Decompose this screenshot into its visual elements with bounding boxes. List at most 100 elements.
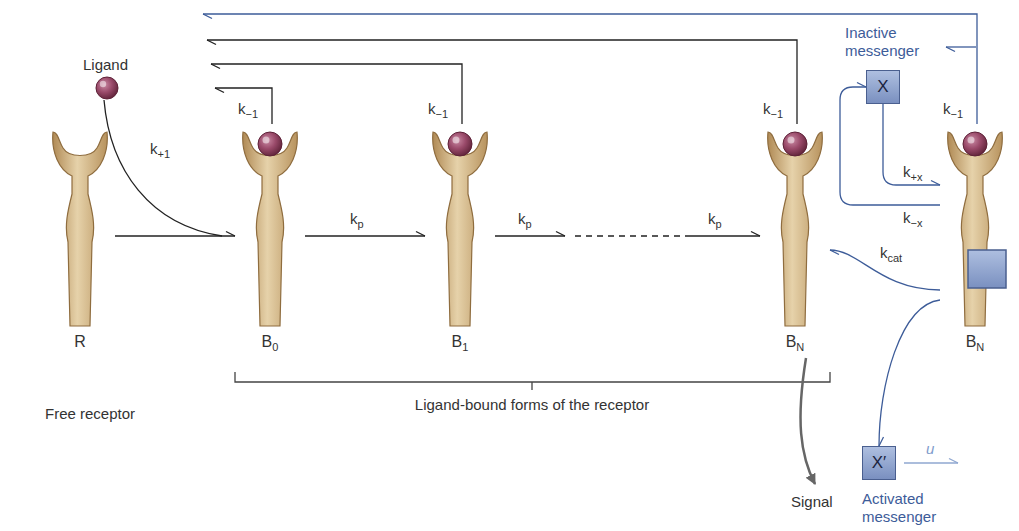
rate-constant: k−1 <box>428 100 448 119</box>
annotation: Activated messenger <box>862 490 962 526</box>
symbol: B <box>262 333 273 350</box>
receptor: BN <box>940 110 1010 353</box>
rate-constant: kcat <box>880 244 902 263</box>
rate-constant: k+1 <box>150 140 170 159</box>
receptor: BN <box>760 110 830 353</box>
annotation: Ligand-bound forms of the receptor <box>415 396 649 414</box>
annotation: Signal <box>791 493 833 511</box>
receptor: B1 <box>425 110 495 353</box>
receptor: R <box>45 110 115 352</box>
ligand-highlight <box>453 137 460 144</box>
connector <box>840 87 940 205</box>
release-arrow <box>946 46 976 47</box>
receptor-name: B0 <box>235 332 305 353</box>
dissociation-line <box>207 40 797 124</box>
receptor-body <box>433 132 488 326</box>
receptor-shape <box>45 110 115 330</box>
label-text: k <box>903 163 911 180</box>
symbol: B <box>966 333 977 350</box>
messenger-name: X <box>867 71 899 102</box>
receptor-shape <box>235 110 305 330</box>
symbol: X′ <box>872 453 887 472</box>
connector-line <box>883 104 940 185</box>
messenger-box: X′ <box>862 446 896 480</box>
ligand-highlight <box>100 81 106 87</box>
dissociation-line <box>203 14 977 124</box>
connector-line <box>495 235 565 236</box>
subscript: p <box>716 218 722 230</box>
ligand-highlight <box>788 137 795 144</box>
rate-constant: k+x <box>903 163 922 182</box>
annotation: u <box>926 440 934 458</box>
messenger-name: X′ <box>863 447 895 478</box>
label-text: k <box>708 210 716 227</box>
symbol: R <box>74 333 86 350</box>
subscript: −1 <box>246 108 259 120</box>
label-text: k <box>880 244 888 261</box>
subscript: −x <box>911 217 923 229</box>
connector <box>883 104 940 185</box>
rate-constant: k−1 <box>763 100 783 119</box>
label-text: k <box>428 100 436 117</box>
receptor-shape <box>940 110 1010 330</box>
rate-constant: k−1 <box>943 100 963 119</box>
receptor-name: B1 <box>425 332 495 353</box>
subscript: 0 <box>272 341 278 353</box>
binding-curve <box>104 100 222 236</box>
receptor-body <box>53 132 108 326</box>
connector <box>495 236 760 237</box>
receptor-shape <box>425 110 495 330</box>
label-text: k <box>943 100 951 117</box>
subscript: +x <box>911 171 923 183</box>
symbol: B <box>452 333 463 350</box>
connector-line <box>115 235 235 236</box>
label-text: Inactive messenger <box>845 24 919 59</box>
annotation: Inactive messenger <box>845 24 940 60</box>
ligand-ball <box>963 132 987 156</box>
ligand-ball <box>448 132 472 156</box>
label-text: k <box>763 100 771 117</box>
ligand-highlight <box>968 137 975 144</box>
messenger-box: X <box>866 70 900 104</box>
label-text: k <box>238 100 246 117</box>
rate-constant: kp <box>350 210 364 229</box>
rate-constant: k−1 <box>238 100 258 119</box>
label-text: k <box>350 210 358 227</box>
symbol: X <box>877 77 888 96</box>
subscript: −1 <box>436 108 449 120</box>
label-text: Signal <box>791 493 833 510</box>
subscript: cat <box>888 252 903 264</box>
receptor-body <box>243 132 298 326</box>
ligand-ball <box>783 132 807 156</box>
connector <box>115 236 235 237</box>
annotation: Free receptor <box>45 405 135 423</box>
ligand-ball <box>96 77 118 99</box>
subscript: −1 <box>951 108 964 120</box>
annotation: Ligand <box>83 56 128 74</box>
connector-line <box>685 235 760 236</box>
label-text: k <box>903 209 911 226</box>
subscript: p <box>358 218 364 230</box>
label-text: Ligand-bound forms of the receptor <box>415 396 649 413</box>
label-text: Free receptor <box>45 405 135 422</box>
receptor-name: BN <box>940 332 1010 353</box>
dissociation-line <box>215 88 272 124</box>
connector-line <box>305 235 425 236</box>
rate-constant: kp <box>518 210 532 229</box>
label-text: Activated messenger <box>862 490 936 525</box>
ligand-highlight <box>263 137 270 144</box>
symbol: B <box>786 333 797 350</box>
ligand-ball <box>258 132 282 156</box>
connector-dashes <box>575 235 680 236</box>
dissociation-line <box>211 64 462 124</box>
receptor-name: BN <box>760 332 830 353</box>
subscript: N <box>976 341 984 353</box>
rate-constant: kp <box>708 210 722 229</box>
bound-messenger <box>968 250 1006 288</box>
receptor-shape <box>760 110 830 330</box>
label-text: k <box>150 140 158 157</box>
subscript: +1 <box>158 148 171 160</box>
subscript: −1 <box>771 108 784 120</box>
subscript: p <box>526 218 532 230</box>
